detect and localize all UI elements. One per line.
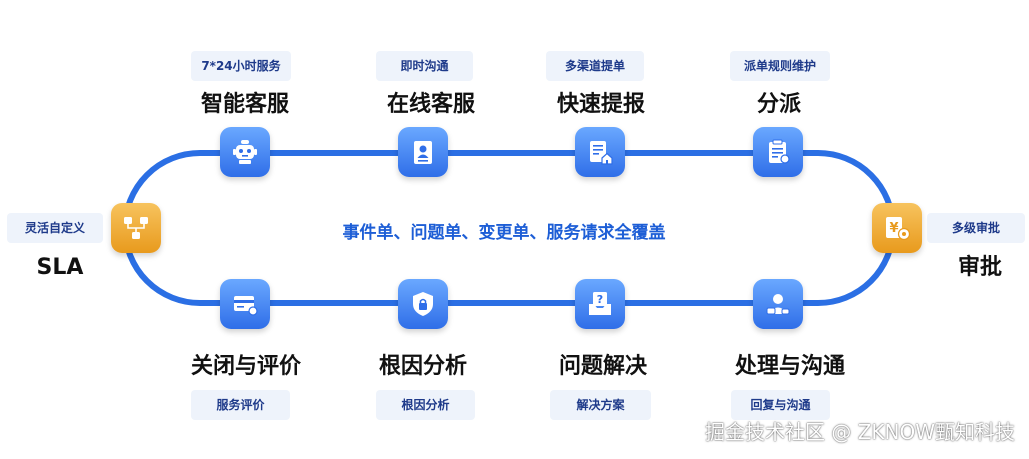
node-root-cause[interactable] [398,279,448,329]
watermark: 掘金技术社区 @ ZKNOW甄知科技 [704,420,1015,444]
label-quick-report: 快速提报 [556,92,645,117]
shield-lock-icon [413,292,433,316]
tag-problem-solve: 解决方案 [550,390,651,420]
tag-dispatch: 派单规则维护 [730,51,830,81]
node-quick-report[interactable] [575,127,625,177]
label-handle-communicate: 处理与沟通 [734,354,845,379]
form-house-icon [590,141,613,165]
document-person-icon [414,141,432,164]
node-dispatch[interactable] [753,127,803,177]
coverage-text: 事件单、问题单、变更单、服务请求全覆盖 [342,223,666,243]
node-problem-solve[interactable]: ? [575,279,625,329]
hierarchy-icon [124,217,148,239]
node-close-evaluate[interactable] [220,279,270,329]
robot-icon [233,140,257,164]
node-handle-communicate[interactable] [753,279,803,329]
node-approval[interactable]: ¥ [872,203,922,253]
node-online-service[interactable] [398,127,448,177]
node-sla[interactable] [111,203,161,253]
tag-close-evaluate: 服务评价 [191,390,290,420]
label-problem-solve: 问题解决 [558,354,647,379]
tag-approval: 多级审批 [927,213,1025,243]
tag-handle-communicate: 回复与沟通 [731,390,830,420]
question-box-icon: ? [589,292,611,315]
svg-text:¥: ¥ [889,221,898,236]
person-chat-icon [766,294,790,315]
tag-online-service: 即时沟通 [376,51,473,81]
label-close-evaluate: 关闭与评价 [190,354,301,379]
node-smart-service[interactable] [220,127,270,177]
tag-quick-report: 多渠道提单 [546,51,644,81]
yen-seal-icon: ¥ [886,217,911,241]
tag-root-cause: 根因分析 [376,390,475,420]
svg-text:?: ? [597,293,603,306]
card-icon [234,296,258,316]
tag-smart-service: 7*24小时服务 [191,51,291,81]
label-root-cause: 根因分析 [378,354,467,379]
tag-sla: 灵活自定义 [7,213,103,243]
label-online-service: 在线客服 [386,92,475,117]
label-smart-service: 智能客服 [200,92,289,117]
clipboard-icon [769,139,790,164]
label-sla: SLA [36,255,84,280]
label-approval: 审批 [957,255,1002,280]
label-dispatch: 分派 [756,92,801,117]
